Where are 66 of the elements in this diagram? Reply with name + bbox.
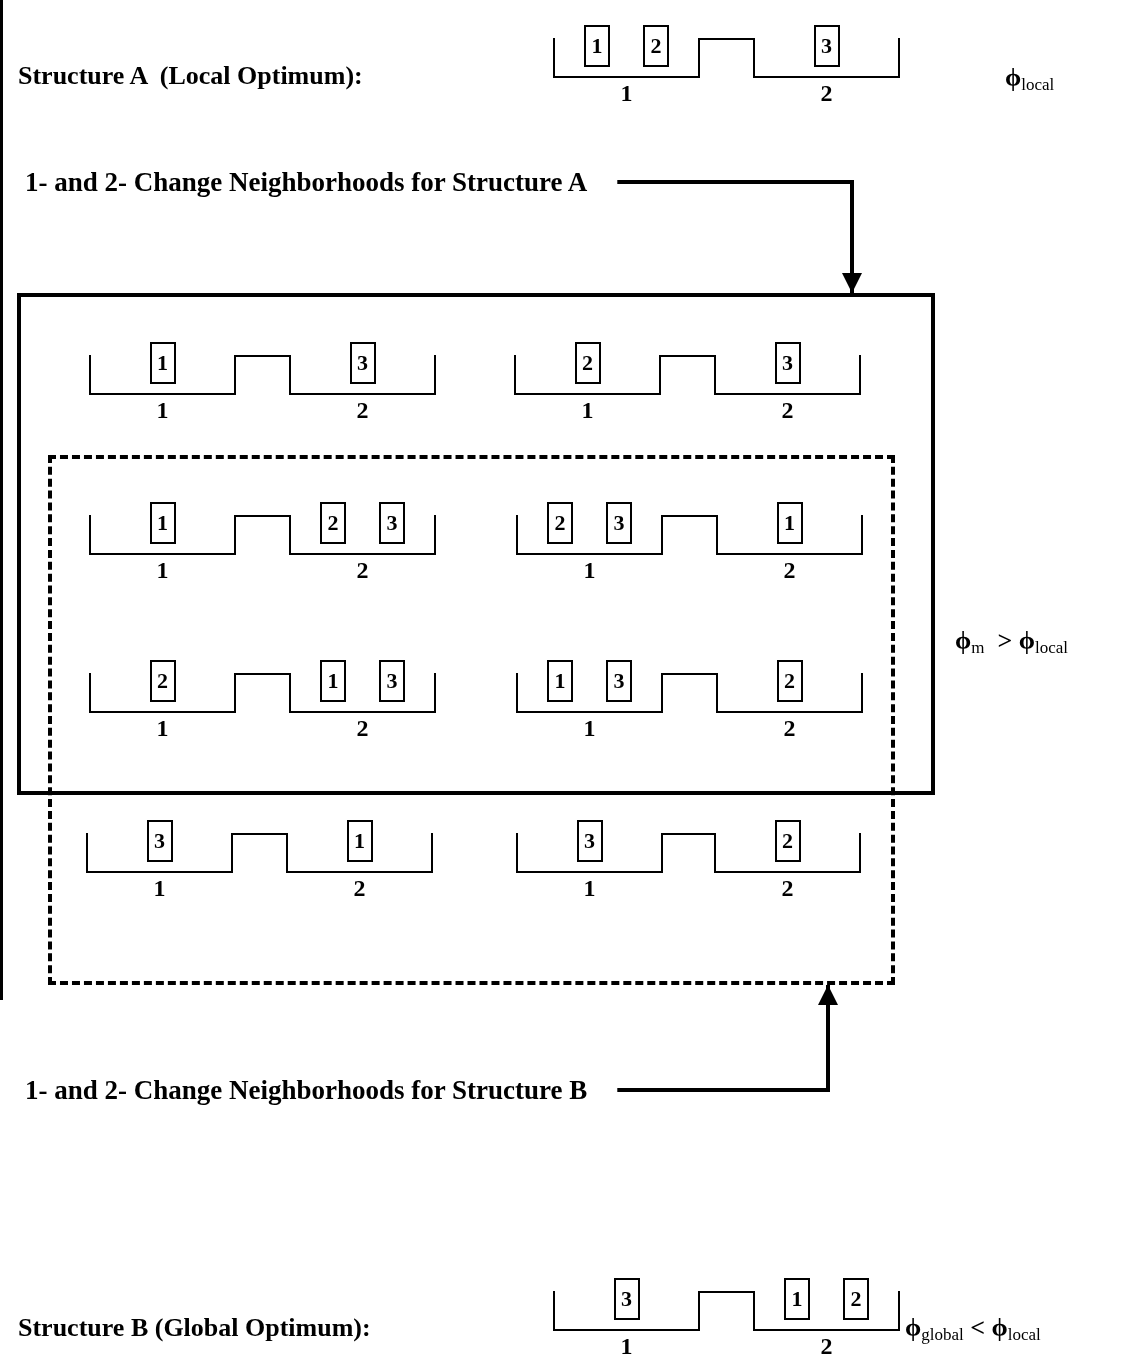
item-box: 2 [643, 25, 669, 67]
item-box: 3 [613, 1278, 640, 1320]
bin-number: 1 [620, 1333, 633, 1359]
connector-line [662, 833, 715, 835]
bin-number: 1 [156, 715, 169, 741]
item-box: 2 [320, 502, 346, 544]
item-box: 2 [774, 820, 801, 862]
connector-line [662, 673, 717, 675]
bin-number: 1 [620, 80, 633, 106]
item-box: 1 [149, 502, 176, 544]
bin-number: 2 [781, 397, 794, 423]
item-box: 3 [379, 502, 405, 544]
bin-number: 1 [156, 557, 169, 583]
arrow [617, 180, 862, 293]
label-text: Structure B (Global Optimum): [18, 1312, 371, 1344]
label-text: ϕ$_{m}$ > ϕ$_{local}$ [955, 625, 1069, 659]
connector-line [235, 355, 290, 357]
bin-number: 1 [153, 875, 166, 901]
item-box: 3 [813, 25, 840, 67]
item-box: 2 [574, 342, 601, 384]
caption-text: 1- and 2- Change Neighborhoods for Structure A [25, 166, 588, 198]
item-box: 3 [349, 342, 376, 384]
bin-number: 2 [356, 715, 369, 741]
bin-number: 2 [783, 557, 796, 583]
bin-number: 2 [356, 397, 369, 423]
connector-line [699, 38, 754, 40]
arrow [617, 985, 838, 1092]
item-box: 1 [584, 25, 610, 67]
item-box: 2 [776, 660, 803, 702]
item-box: 3 [146, 820, 173, 862]
connector-line [660, 355, 715, 357]
label-text: Structure A (Local Optimum): [18, 60, 363, 92]
bin-number: 1 [581, 397, 594, 423]
bin-number: 1 [583, 557, 596, 583]
label-text: ϕ$_{local}$ [1005, 62, 1055, 96]
bin-number: 2 [356, 557, 369, 583]
item-box: 2 [843, 1278, 869, 1320]
item-box: 1 [149, 342, 176, 384]
item-box: 3 [379, 660, 405, 702]
connector-line [232, 833, 287, 835]
item-box: 3 [774, 342, 801, 384]
bin-number: 2 [353, 875, 366, 901]
item-box: 3 [606, 660, 632, 702]
bin-number: 2 [820, 80, 833, 106]
item-box: 1 [784, 1278, 810, 1320]
connector-line [235, 673, 290, 675]
item-box: 1 [547, 660, 573, 702]
label-text: ϕ$_{global}$ < ϕ$_{local}$ [905, 1312, 1041, 1346]
item-box: 2 [547, 502, 573, 544]
bin-number: 2 [781, 875, 794, 901]
bin-number: 2 [820, 1333, 833, 1359]
item-box: 1 [776, 502, 803, 544]
neighborhood-frame [17, 293, 935, 795]
caption-text: 1- and 2- Change Neighborhoods for Structure B [25, 1074, 588, 1106]
connector-line [235, 515, 290, 517]
bin-number: 1 [156, 397, 169, 423]
connector-line [699, 1291, 754, 1293]
item-box: 3 [576, 820, 603, 862]
item-box: 1 [320, 660, 346, 702]
connector-line [662, 515, 717, 517]
item-box: 1 [346, 820, 373, 862]
item-box: 3 [606, 502, 632, 544]
bin-number: 1 [583, 715, 596, 741]
bin-number: 2 [783, 715, 796, 741]
bin-number: 1 [583, 875, 596, 901]
item-box: 2 [149, 660, 176, 702]
